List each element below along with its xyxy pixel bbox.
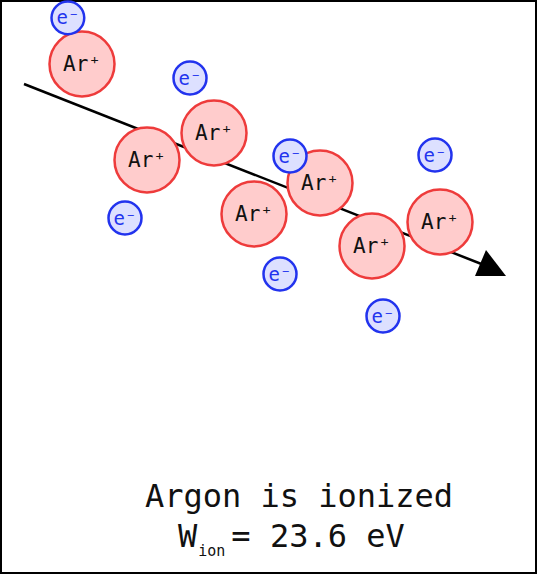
circle-outline: [222, 182, 287, 247]
circle-outline: [174, 62, 207, 95]
electron-label: e⁻: [279, 147, 302, 166]
circle-outline: [340, 214, 405, 279]
argon-ion-circle: Ar⁺: [48, 30, 116, 98]
circle-outline: [274, 140, 307, 173]
argon-ion-circle: Ar⁺: [406, 188, 474, 256]
ion-label: Ar⁺: [301, 173, 339, 194]
circle-outline: [419, 139, 452, 172]
electron-label: e⁻: [372, 307, 395, 326]
argon-ion-circle: Ar⁺: [113, 126, 181, 194]
ion-label: Ar⁺: [128, 150, 166, 171]
electron-circle: e⁻: [107, 200, 143, 236]
argon-ion-circle: Ar⁺: [180, 99, 248, 167]
ion-label: Ar⁺: [353, 236, 391, 257]
ion-label: Ar⁺: [63, 54, 101, 75]
electron-label: e⁻: [424, 146, 447, 165]
electron-circle: e⁻: [262, 256, 298, 292]
quantity-value: = 23.6 eV: [231, 520, 404, 552]
circle-outline: [109, 202, 142, 235]
circle-outline: [52, 2, 85, 35]
electron-label: e⁻: [57, 8, 80, 27]
particle-track: [24, 84, 484, 265]
quantity-symbol: W: [178, 520, 197, 552]
electron-circle: e⁻: [172, 60, 208, 96]
electron-label: e⁻: [114, 209, 137, 228]
circle-outline: [182, 101, 247, 166]
electron-circle: e⁻: [50, 0, 86, 36]
ion-label: Ar⁺: [195, 123, 233, 144]
caption-text: Argon is ionized: [145, 480, 453, 512]
electron-circle: e⁻: [272, 138, 308, 174]
electron-circle: e⁻: [417, 137, 453, 173]
argon-ion-circle: Ar⁺: [338, 212, 406, 280]
circle-outline: [115, 128, 180, 193]
ion-label: Ar⁺: [421, 212, 459, 233]
circle-outline: [367, 300, 400, 333]
ion-label: Ar⁺: [235, 204, 273, 225]
track-arrowhead: [475, 250, 506, 276]
circle-outline: [264, 258, 297, 291]
argon-ion-circle: Ar⁺: [220, 180, 288, 248]
circle-outline: [408, 190, 473, 255]
circle-outline: [50, 32, 115, 97]
quantity-subscript: ion: [198, 544, 225, 559]
electron-label: e⁻: [269, 265, 292, 284]
electron-circle: e⁻: [365, 298, 401, 334]
electron-label: e⁻: [179, 69, 202, 88]
